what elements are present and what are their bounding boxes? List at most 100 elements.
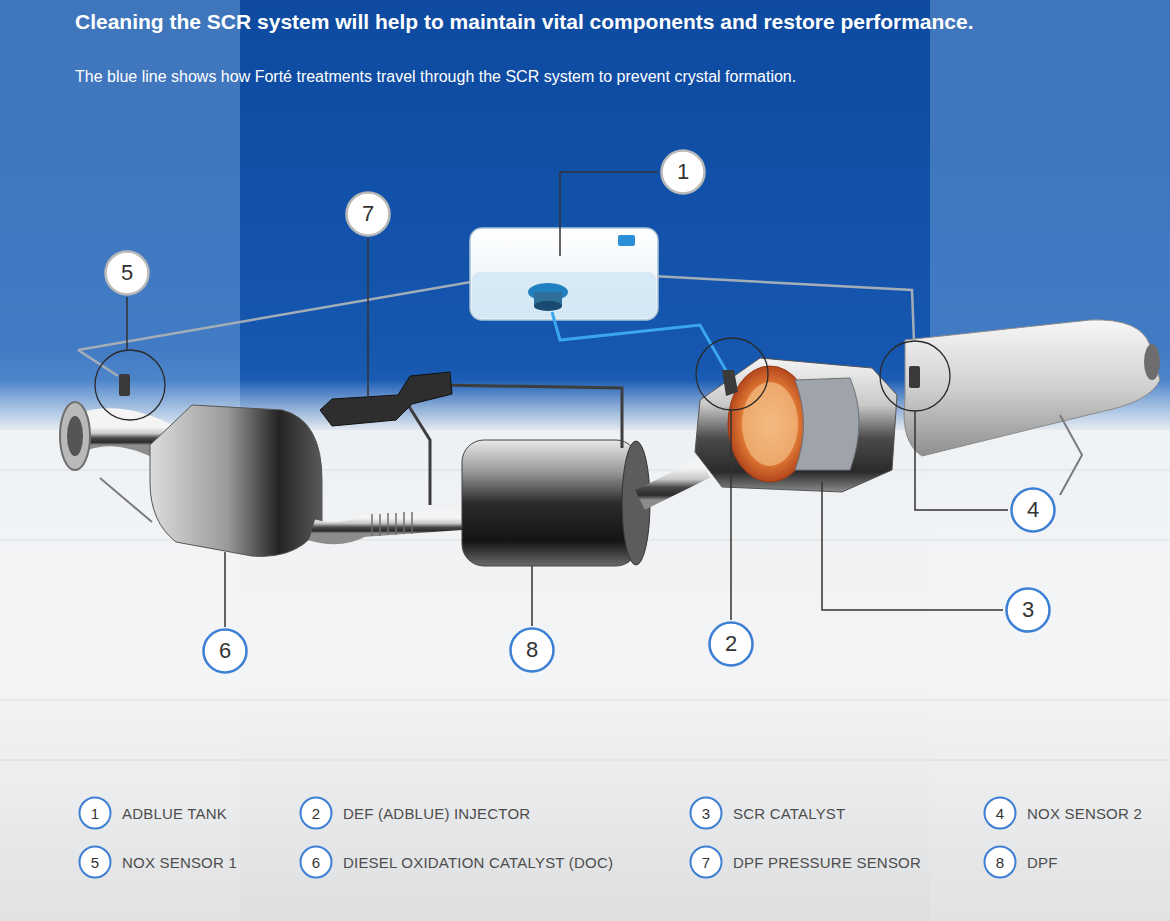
dpf-canister xyxy=(462,440,638,566)
legend-item: 3SCR CATALYST xyxy=(689,796,723,830)
circle-shape xyxy=(80,847,111,878)
callout-number: 1 xyxy=(91,806,99,821)
flex-ring xyxy=(403,512,405,534)
circle-shape xyxy=(80,798,111,829)
scr-catalyst-body xyxy=(695,358,897,492)
callout-number: 8 xyxy=(996,855,1004,870)
circle-shape xyxy=(106,252,149,295)
circle-shape xyxy=(1012,489,1055,532)
leader-line xyxy=(126,297,128,350)
dpf-pressure-sensor xyxy=(320,372,452,426)
flex-ring xyxy=(395,513,397,535)
callout-number: 1 xyxy=(677,161,689,183)
brushed-line xyxy=(0,760,1170,761)
scr-monolith xyxy=(795,378,859,470)
callout-number: 5 xyxy=(121,262,133,284)
callout-number: 6 xyxy=(312,855,320,870)
circle-shape xyxy=(301,798,332,829)
flex-ring xyxy=(411,512,413,534)
part-name: DEF (ADBLUE) INJECTOR xyxy=(343,805,530,822)
bracket-line xyxy=(1060,415,1082,495)
circle-shape xyxy=(1007,589,1050,632)
part-name: SCR CATALYST xyxy=(733,805,845,822)
highlight-ring xyxy=(95,350,165,420)
title-text: Cleaning the SCR system will help to mai… xyxy=(75,9,974,34)
pump-module xyxy=(534,301,562,311)
adblue-tank xyxy=(470,228,658,320)
circle-shape xyxy=(691,847,722,878)
callout-number: 7 xyxy=(362,203,374,225)
circle-shape xyxy=(301,847,332,878)
callout-number: 3 xyxy=(1022,599,1034,621)
callout-circle: 4 xyxy=(1010,487,1056,533)
inlet-opening xyxy=(67,416,83,456)
inlet-flange xyxy=(60,402,90,470)
flex-section xyxy=(372,512,412,536)
callout-circle: 3 xyxy=(1005,587,1051,633)
legend-item: 7DPF PRESSURE SENSOR xyxy=(689,845,723,879)
pressure-hose xyxy=(440,385,622,448)
def-injector xyxy=(722,370,738,396)
callout-number: 3 xyxy=(702,806,710,821)
treatment-flow-line xyxy=(552,312,728,374)
adblue-liquid xyxy=(472,272,656,318)
circle-shape xyxy=(985,798,1016,829)
callout-number: 2 xyxy=(312,806,320,821)
part-name: DIESEL OXIDATION CATALYST (DOC) xyxy=(343,854,613,871)
legend-item: 1ADBLUE TANK xyxy=(78,796,112,830)
leader-lines xyxy=(127,172,1008,627)
flex-ring xyxy=(379,514,381,536)
callout-circle: 2 xyxy=(708,621,754,667)
tank-cap xyxy=(618,235,635,246)
callout-circle: 8 xyxy=(509,627,555,673)
callout-circle: 6 xyxy=(202,628,248,674)
flex-ring xyxy=(387,513,389,535)
nox-sensor xyxy=(909,366,920,388)
callout-number: 2 xyxy=(725,633,737,655)
callout-number: 4 xyxy=(1027,499,1039,521)
leader-line xyxy=(367,238,369,398)
callout-circle: 5 xyxy=(104,250,150,296)
callout-number: 8 xyxy=(526,639,538,661)
highlight-ring xyxy=(696,338,768,410)
part-name: DPF PRESSURE SENSOR xyxy=(733,854,921,871)
muffler xyxy=(904,320,1160,456)
pressure-hose xyxy=(405,400,430,505)
circle-shape xyxy=(710,623,753,666)
circle-shape xyxy=(347,193,390,236)
leader-line xyxy=(915,411,1008,510)
part-name: ADBLUE TANK xyxy=(122,805,227,822)
leader-line xyxy=(560,172,658,256)
caption-text: The blue line shows how Forté treatments… xyxy=(75,67,796,86)
leader-line xyxy=(531,566,533,626)
legend-item: 4NOX SENSOR 2 xyxy=(983,796,1017,830)
callout-circle: 1 xyxy=(660,149,706,195)
leader-line xyxy=(730,410,732,620)
brushed-line xyxy=(0,700,1170,701)
circle-shape xyxy=(985,847,1016,878)
leader-line xyxy=(224,552,226,627)
leader-line xyxy=(822,482,1003,610)
doc-canister xyxy=(150,405,322,556)
legend-item: 2DEF (ADBLUE) INJECTOR xyxy=(299,796,333,830)
legend-item: 6DIESEL OXIDATION CATALYST (DOC) xyxy=(299,845,333,879)
callout-number: 6 xyxy=(219,640,231,662)
callout-number: 7 xyxy=(702,855,710,870)
callout-number: 5 xyxy=(91,855,99,870)
bracket-line xyxy=(100,478,152,522)
callout-circle: 7 xyxy=(345,191,391,237)
connecting-pipe xyxy=(640,468,705,500)
circle-shape xyxy=(204,630,247,673)
legend-item: 5NOX SENSOR 1 xyxy=(78,845,112,879)
tailpipe xyxy=(1144,344,1160,380)
highlight-ring xyxy=(880,341,950,411)
flex-ring xyxy=(371,514,373,536)
circle-shape xyxy=(691,798,722,829)
connecting-pipe xyxy=(312,518,475,533)
legend-item: 8DPF xyxy=(983,845,1017,879)
part-name: DPF xyxy=(1027,854,1058,871)
